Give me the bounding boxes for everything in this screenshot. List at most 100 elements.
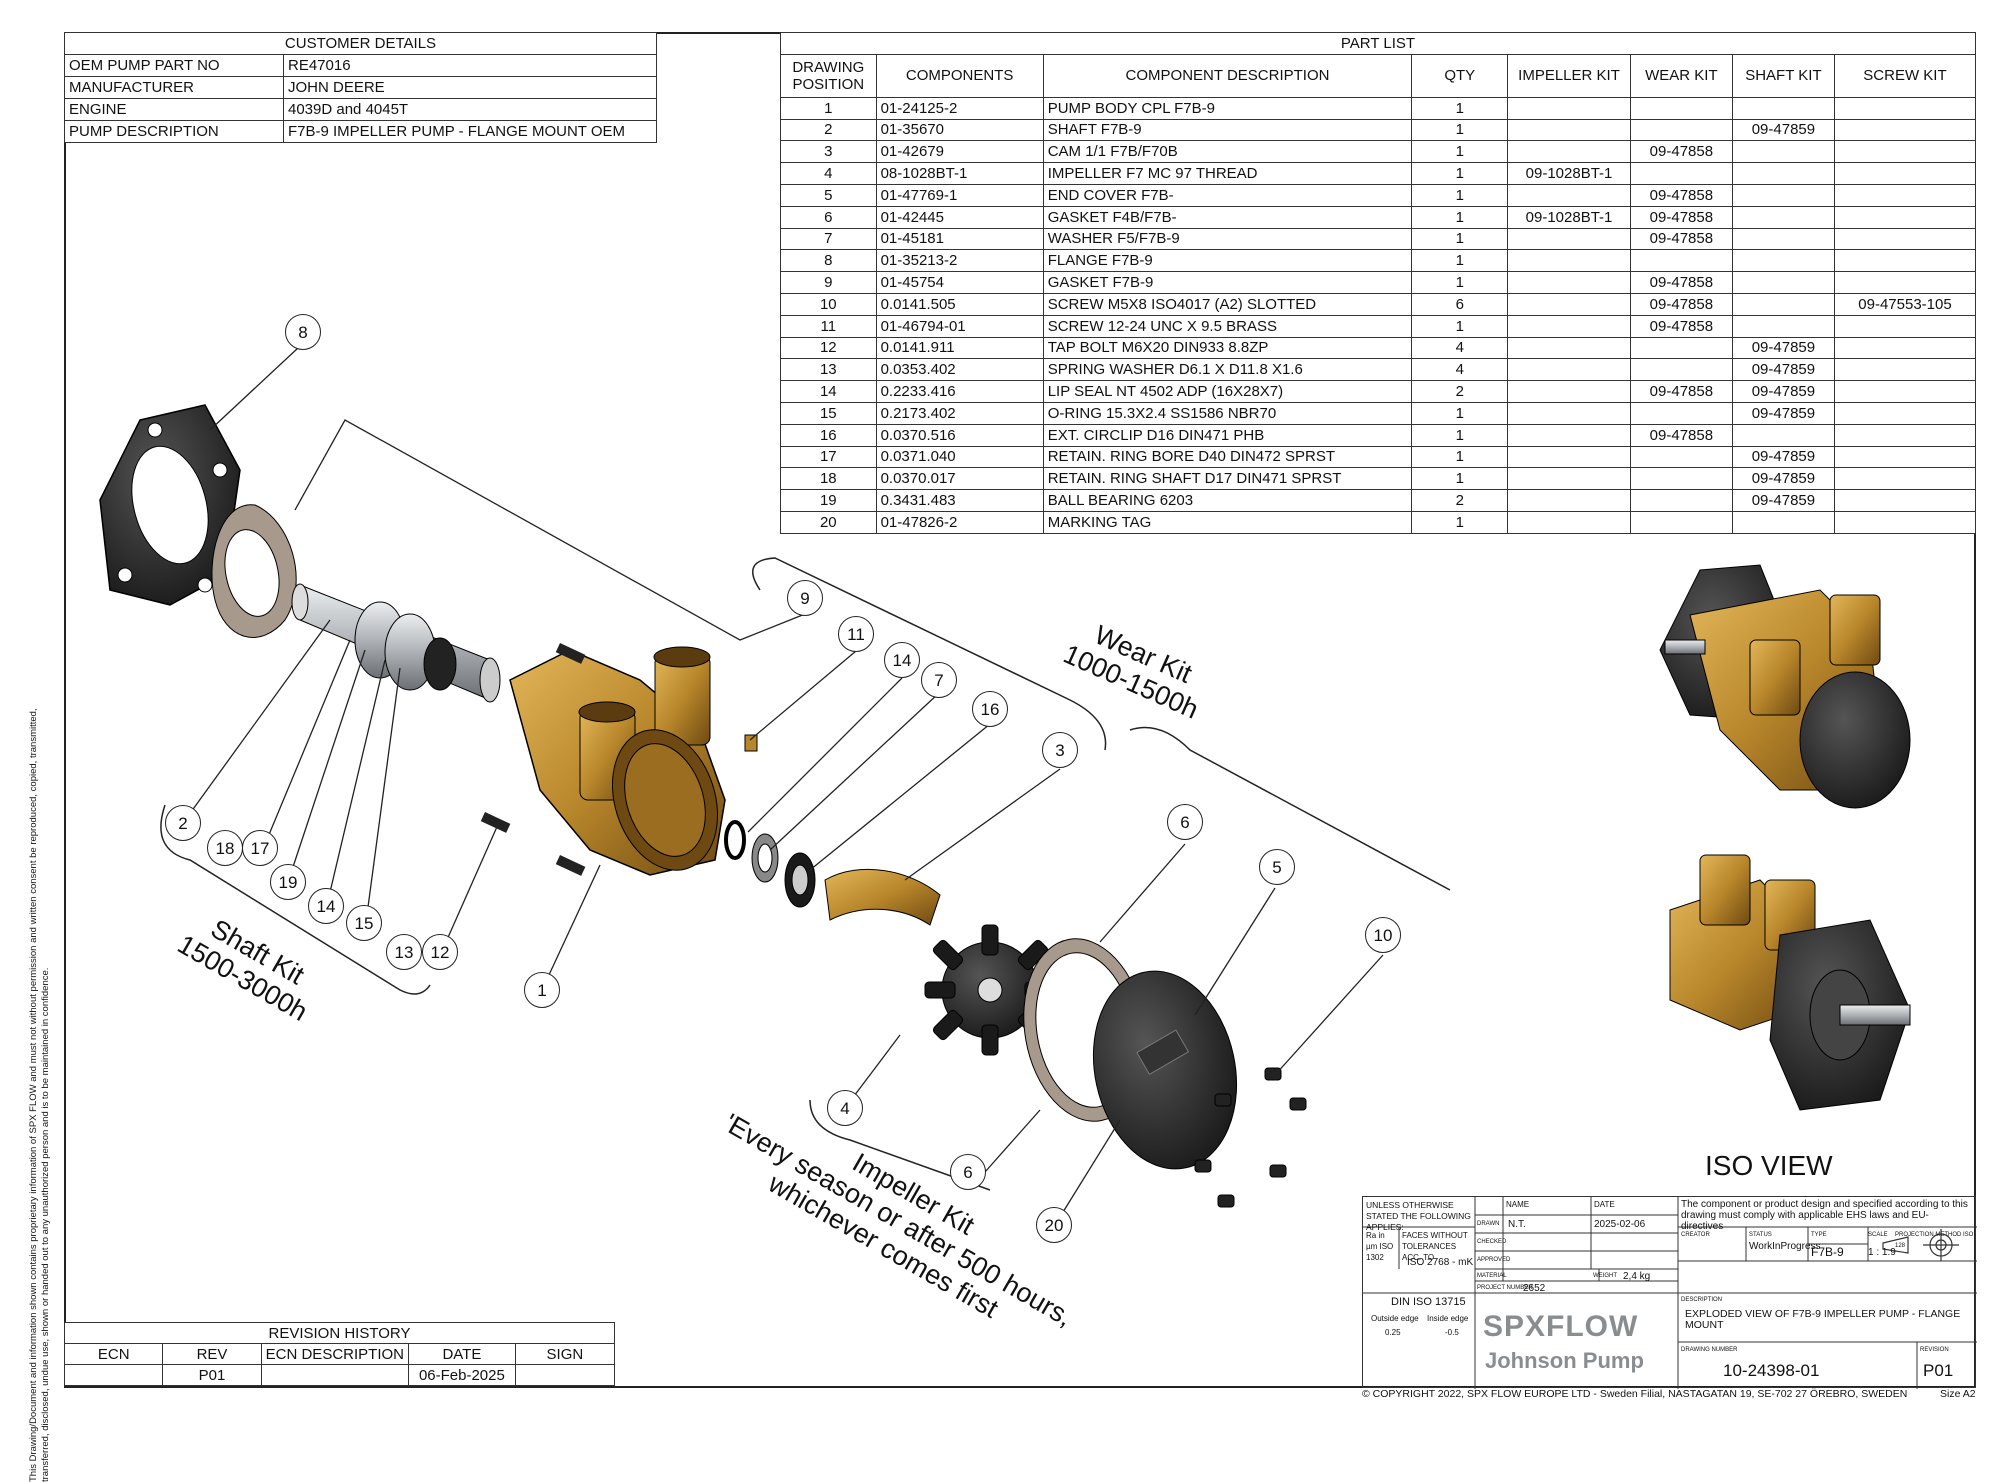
title-block-grid: [1363, 1197, 1977, 1389]
revision-cell: P01: [162, 1364, 262, 1386]
part-list-cell: 16: [780, 423, 877, 447]
customer-value: 4039D and 4045T: [283, 98, 657, 121]
callout-5: 5: [1259, 849, 1295, 885]
callout-6: 6: [950, 1154, 986, 1190]
part-list-cell: BALL BEARING 6203: [1042, 489, 1413, 512]
tb-description: EXPLODED VIEW OF F7B-9 IMPELLER PUMP - F…: [1685, 1308, 1961, 1331]
part-list-cell: 0.2173.402: [875, 401, 1044, 425]
part-list-cell: [1833, 96, 1977, 120]
part-list-cell: [1833, 423, 1977, 447]
part-list-cell: 09-47858: [1629, 140, 1733, 164]
part-list-header: COMPONENTS: [875, 53, 1044, 98]
part-list-title: PART LIST: [780, 32, 1976, 55]
part-list-cell: FLANGE F7B-9: [1042, 249, 1413, 273]
callout-20: 20: [1036, 1207, 1072, 1243]
part-list-cell: 01-46794-01: [875, 314, 1044, 338]
part-list-cell: 12: [780, 336, 877, 360]
part-list-cell: 4: [780, 162, 877, 185]
part-list-cell: [1507, 510, 1631, 534]
part-list-cell: [1629, 467, 1733, 491]
part-list-cell: [1833, 140, 1977, 164]
tb-project: 2652: [1523, 1283, 1546, 1294]
tb-status: WorkInProgress: [1749, 1241, 1821, 1252]
part-list-cell: MARKING TAG: [1042, 510, 1413, 534]
tb-date-label: DATE: [1594, 1200, 1615, 1209]
callout-18: 18: [207, 830, 243, 866]
part-list-cell: 01-42679: [875, 140, 1044, 164]
part-list-cell: [1629, 118, 1733, 142]
part-list-cell: 17: [780, 445, 877, 469]
part-list-cell: RETAIN. RING SHAFT D17 DIN471 SPRST: [1042, 467, 1413, 491]
part-list-cell: 01-35670: [875, 118, 1044, 142]
part-list-cell: 1: [1411, 118, 1509, 142]
part-list-cell: 1: [1411, 162, 1509, 185]
tb-unless: UNLESS OTHERWISE STATED THE FOLLOWING AP…: [1366, 1200, 1471, 1232]
part-list-cell: [1731, 510, 1835, 534]
part-list-cell: 0.2233.416: [875, 380, 1044, 403]
tb-type-label: TYPE: [1811, 1232, 1827, 1238]
part-list-cell: [1507, 380, 1631, 403]
part-list-cell: 1: [1411, 314, 1509, 338]
part-list-cell: 5: [780, 183, 877, 207]
part-list-cell: TAP BOLT M6X20 DIN933 8.8ZP: [1042, 336, 1413, 360]
part-list-cell: 09-47858: [1629, 380, 1733, 403]
part-list-cell: [1507, 183, 1631, 207]
tb-project-label: PROJECT NUMBER: [1477, 1285, 1533, 1291]
tb-outside-val: 0.25: [1385, 1328, 1401, 1337]
part-list-cell: [1507, 445, 1631, 469]
part-list-cell: 1: [1411, 205, 1509, 229]
tb-statement: The component or product design and spec…: [1681, 1199, 1968, 1232]
part-list-cell: GASKET F4B/F7B-: [1042, 205, 1413, 229]
part-list-cell: [1833, 227, 1977, 251]
part-list-cell: [1507, 271, 1631, 294]
tb-drawn: N.T.: [1508, 1219, 1526, 1230]
part-list-cell: [1833, 445, 1977, 469]
part-list-header: DRAWING POSITION: [780, 53, 877, 98]
part-list-cell: 01-45754: [875, 271, 1044, 294]
revision-header: ECN: [63, 1343, 164, 1365]
tb-creator-label: CREATOR: [1681, 1232, 1710, 1238]
part-list-cell: 08-1028BT-1: [875, 162, 1044, 185]
part-list-cell: 09-47859: [1731, 380, 1835, 403]
part-list-cell: 09-47858: [1629, 271, 1733, 294]
part-list-cell: [1833, 467, 1977, 491]
part-list-cell: 01-35213-2: [875, 249, 1044, 273]
part-list-cell: O-RING 15.3X2.4 SS1586 NBR70: [1042, 401, 1413, 425]
callout-12: 12: [422, 934, 458, 970]
part-list-cell: [1731, 183, 1835, 207]
part-list-cell: [1833, 271, 1977, 294]
part-list-cell: 1: [1411, 96, 1509, 120]
callout-17: 17: [242, 830, 278, 866]
part-list-cell: [1629, 162, 1733, 185]
part-list-cell: [1833, 489, 1977, 512]
tb-drawing-number-label: DRAWING NUMBER: [1681, 1347, 1738, 1353]
johnson-pump-logo: Johnson Pump: [1485, 1348, 1644, 1373]
tb-iso2768: ISO 2768 - mK: [1407, 1257, 1474, 1268]
part-list-cell: [1833, 510, 1977, 534]
tb-status-label: STATUS: [1749, 1232, 1772, 1238]
part-list-cell: 0.0353.402: [875, 358, 1044, 382]
part-list-cell: [1507, 336, 1631, 360]
revision-history-title: REVISION HISTORY: [64, 1322, 615, 1344]
part-list-cell: [1833, 336, 1977, 360]
part-list-cell: 4: [1411, 336, 1509, 360]
customer-value: RE47016: [283, 54, 657, 77]
part-list-cell: [1629, 489, 1733, 512]
part-list-cell: [1507, 489, 1631, 512]
part-list-cell: [1629, 445, 1733, 469]
part-list-cell: 1: [1411, 183, 1509, 207]
part-list-cell: 1: [1411, 445, 1509, 469]
revision-header: ECN DESCRIPTION: [260, 1343, 410, 1365]
part-list-header: COMPONENT DESCRIPTION: [1042, 53, 1413, 98]
part-list-cell: 09-47858: [1629, 423, 1733, 447]
